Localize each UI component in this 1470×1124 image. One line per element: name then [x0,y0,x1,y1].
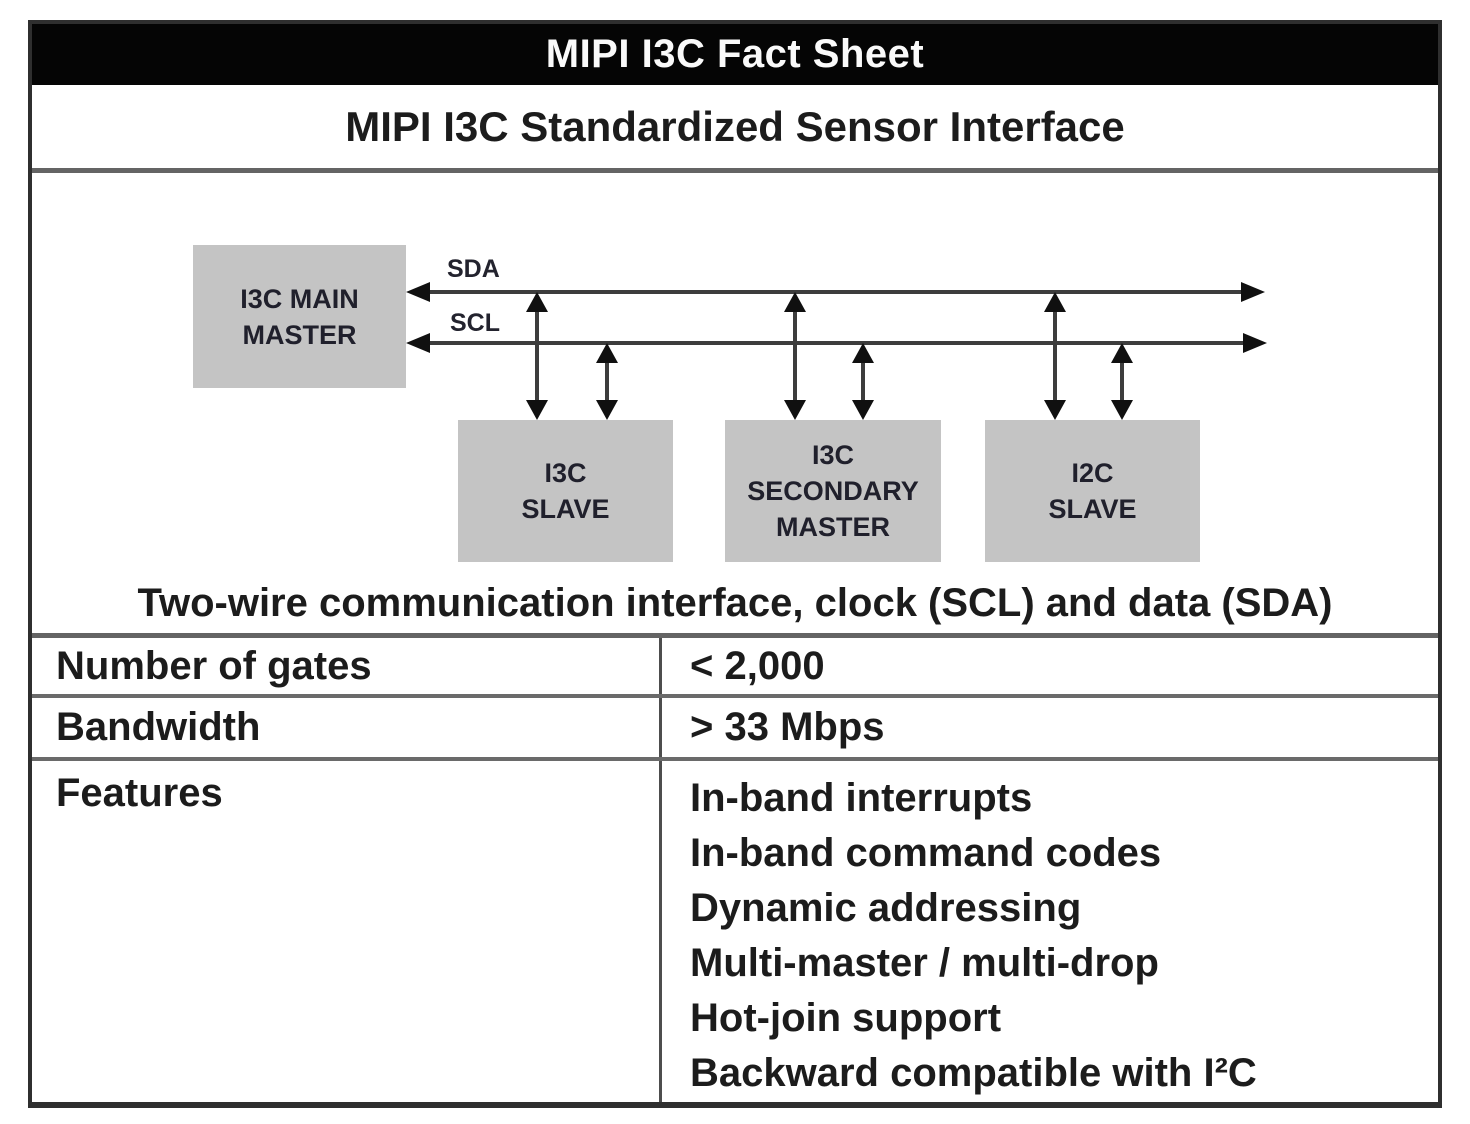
arrowhead-down-icon [852,400,874,420]
fact-sheet: MIPI I3C Fact Sheet MIPI I3C Standardize… [28,20,1442,1108]
drop-arrow-stem [1120,358,1124,405]
sda-drop-arrow [1044,292,1066,420]
row-label-number-of-gates: Number of gates [32,638,662,694]
arrowhead-up-icon [784,292,806,312]
scl-drop-arrow [596,343,618,420]
drop-arrow-stem [605,358,609,405]
feature-item: Multi-master / multi-drop [690,941,1159,985]
scl-drop-arrow [1111,343,1133,420]
drop-arrow-stem [793,307,797,405]
arrowhead-down-icon [1111,400,1133,420]
arrowhead-up-icon [852,343,874,363]
i2c-slave-box: I2C SLAVE [985,420,1200,562]
sda-bus-line [406,281,1265,303]
i3c-main-master-box: I3C MAIN MASTER [193,245,406,388]
table-row: Number of gates < 2,000 [32,638,1438,698]
arrowhead-up-icon [1111,343,1133,363]
arrowhead-left-icon [406,282,430,302]
arrowhead-up-icon [526,292,548,312]
arrowhead-down-icon [1044,400,1066,420]
arrowhead-down-icon [784,400,806,420]
arrowhead-up-icon [1044,292,1066,312]
diagram-caption: Two-wire communication interface, clock … [137,581,1333,625]
drop-arrow-stem [861,358,865,405]
row-value-bandwidth: > 33 Mbps [690,705,885,749]
sda-label: SDA [447,255,500,283]
page-title: MIPI I3C Fact Sheet [545,32,925,76]
bus-line-stem [425,290,1246,294]
arrowhead-down-icon [526,400,548,420]
bus-line-stem [425,341,1248,345]
header-bar: MIPI I3C Fact Sheet [32,24,1438,85]
row-label-bandwidth: Bandwidth [32,698,662,757]
arrowhead-right-icon [1243,333,1267,353]
sda-drop-arrow [784,292,806,420]
feature-item: In-band command codes [690,831,1162,875]
i3c-slave-box: I3C SLAVE [458,420,673,562]
arrowhead-left-icon [406,333,430,353]
row-value-number-of-gates: < 2,000 [690,643,825,688]
scl-drop-arrow [852,343,874,420]
subtitle: MIPI I3C Standardized Sensor Interface [345,102,1125,150]
feature-item: In-band interrupts [690,776,1033,820]
feature-item: Hot-join support [690,996,1002,1040]
drop-arrow-stem [1053,307,1057,405]
i3c-secondary-master-box: I3C SECONDARY MASTER [725,420,941,562]
feature-item: Backward compatible with I²C [690,1051,1257,1095]
feature-item: Dynamic addressing [690,886,1082,930]
row-label-features: Features [32,761,662,1102]
arrowhead-up-icon [596,343,618,363]
scl-bus-line [406,332,1267,354]
drop-arrow-stem [535,307,539,405]
table-row: Bandwidth > 33 Mbps [32,698,1438,761]
sda-drop-arrow [526,292,548,420]
arrowhead-right-icon [1241,282,1265,302]
scl-label: SCL [450,309,500,337]
arrowhead-down-icon [596,400,618,420]
subtitle-row: MIPI I3C Standardized Sensor Interface [32,85,1438,173]
bus-diagram: I3C MAIN MASTER SDA SCL [32,173,1438,638]
